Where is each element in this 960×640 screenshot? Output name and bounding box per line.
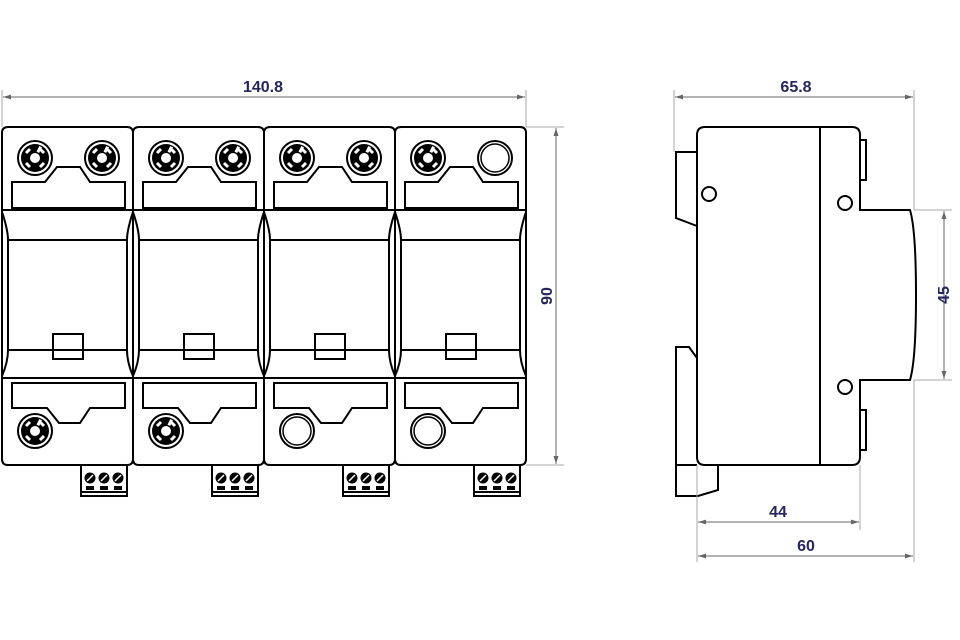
screw-terminal-icon <box>147 412 185 450</box>
screw-terminal-icon <box>16 139 54 177</box>
status-window <box>445 333 477 360</box>
remote-contact-terminal <box>80 464 128 497</box>
screw-terminal-icon <box>409 139 447 177</box>
module-4 <box>394 126 527 497</box>
side-view <box>675 126 918 497</box>
dim-label-45: 45 <box>936 286 953 304</box>
module-1 <box>1 126 134 497</box>
remote-contact-terminal <box>211 464 259 497</box>
status-window <box>314 333 346 360</box>
dim-label-90: 90 <box>539 287 556 305</box>
screw-terminal-icon <box>147 139 185 177</box>
dim-label-60: 60 <box>797 538 815 555</box>
screw-terminal-icon <box>214 139 252 177</box>
remote-contact-terminal <box>473 464 521 497</box>
screw-terminal-icon <box>83 139 121 177</box>
dim-label-65-8: 65.8 <box>780 79 811 96</box>
dimension-height-front: 90 <box>526 126 564 466</box>
module-2 <box>132 126 265 497</box>
screw-terminal-icon <box>345 139 383 177</box>
screw-terminal-icon <box>278 139 316 177</box>
status-window <box>52 333 84 360</box>
status-window <box>183 333 215 360</box>
dimension-din-rail: 45 <box>914 209 953 381</box>
dimension-width-side: 65.8 <box>673 79 915 210</box>
plain-terminal-icon <box>279 413 315 449</box>
dim-label-44: 44 <box>769 504 787 521</box>
remote-contact-terminal <box>342 464 390 497</box>
dimension-depth-inner: 44 <box>696 465 861 562</box>
plain-terminal-icon <box>410 413 446 449</box>
dimension-depth: 60 <box>698 380 915 562</box>
plain-terminal-icon <box>477 140 513 176</box>
screw-terminal-icon <box>16 412 54 450</box>
module-3 <box>263 126 396 497</box>
dimension-width-front: 140.8 <box>1 79 527 127</box>
dim-label-140-8: 140.8 <box>243 79 283 96</box>
front-view <box>1 126 527 497</box>
